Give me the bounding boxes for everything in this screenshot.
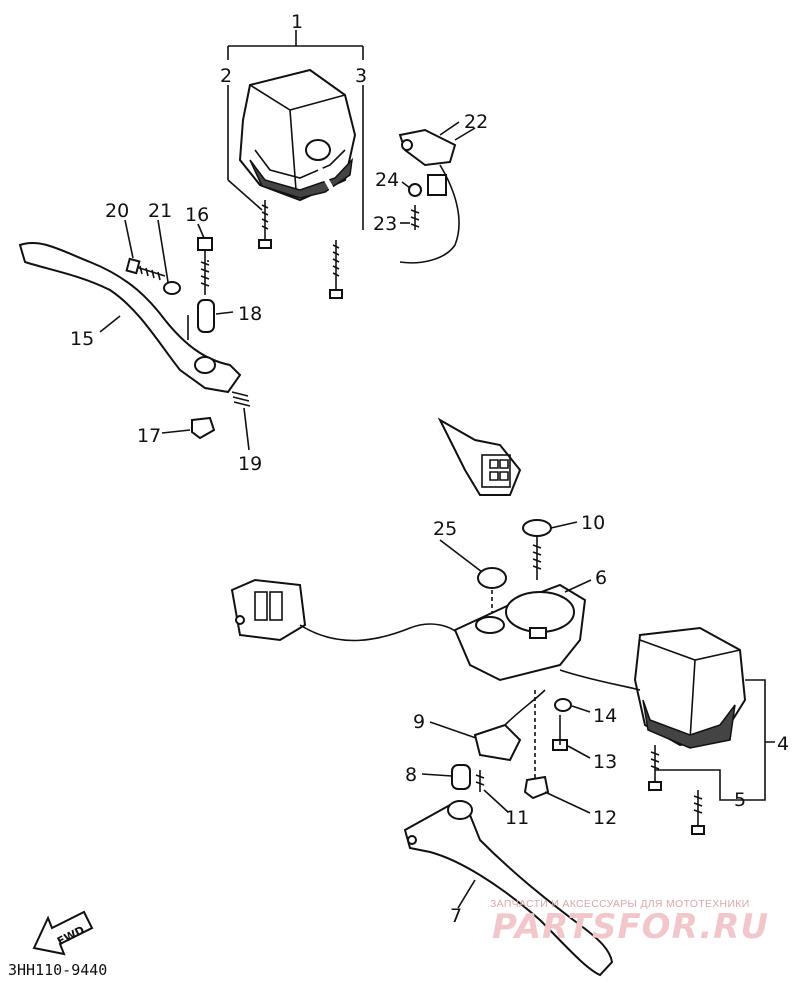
watermark: ЗАПЧАСТИ И АКСЕССУАРЫ ДЛЯ МОТОТЕХНИКИ PA… — [490, 898, 769, 947]
left-lever-assembly — [18, 237, 251, 440]
callout-2: 2 — [220, 65, 232, 87]
callout-23: 23 — [373, 213, 397, 235]
callout-10: 10 — [581, 512, 605, 534]
handlebar-switch-left-assembly — [227, 30, 522, 496]
callout-17: 17 — [137, 425, 161, 447]
handlebar-switch-right-assembly — [230, 519, 775, 977]
callout-13: 13 — [593, 751, 617, 773]
callout-21: 21 — [148, 200, 172, 222]
callout-20: 20 — [105, 200, 129, 222]
callout-24: 24 — [375, 169, 399, 191]
callout-22: 22 — [464, 111, 488, 133]
callout-15: 15 — [70, 328, 94, 350]
callout-5: 5 — [734, 789, 746, 811]
callout-25: 25 — [433, 518, 457, 540]
callout-19: 19 — [238, 453, 262, 475]
clutch-switch-assembly — [398, 127, 476, 264]
diagram-code: 3HH110-9440 — [8, 961, 107, 979]
callout-14: 14 — [593, 705, 617, 727]
callout-16: 16 — [185, 204, 209, 226]
watermark-brand: PARTSFOR.RU — [492, 907, 769, 947]
callout-7: 7 — [450, 905, 462, 927]
callout-3: 3 — [355, 65, 367, 87]
callout-labels: 1 2 3 4 5 6 7 8 9 10 11 12 13 14 15 16 1… — [70, 11, 789, 927]
callout-4: 4 — [777, 733, 789, 755]
callout-8: 8 — [405, 764, 417, 786]
watermark-tagline: ЗАПЧАСТИ И АКСЕССУАРЫ ДЛЯ МОТОТЕХНИКИ — [490, 898, 750, 910]
leader-lines — [99, 121, 592, 909]
callout-12: 12 — [593, 807, 617, 829]
fwd-arrow-icon: FWD — [32, 910, 94, 956]
callout-9: 9 — [413, 711, 425, 733]
callout-1: 1 — [291, 11, 303, 33]
callout-6: 6 — [595, 567, 607, 589]
callout-11: 11 — [505, 807, 529, 829]
callout-18: 18 — [238, 303, 262, 325]
